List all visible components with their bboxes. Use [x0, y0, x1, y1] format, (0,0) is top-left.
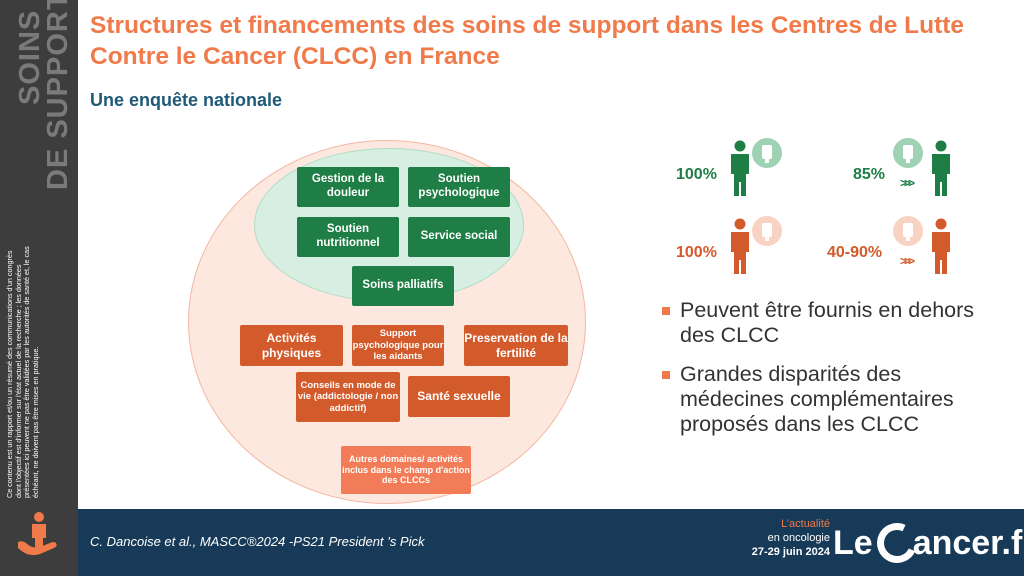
sidebar-title-line2: DE SUPPORT — [42, 0, 74, 190]
box-soutien-psychologique: Soutien psychologique — [408, 167, 510, 207]
actu-line1: L’actualité — [781, 518, 830, 530]
actu-dates: 27-29 juin 2024 — [751, 546, 830, 558]
bullet-item: Peuvent être fournis en dehors des CLCC — [662, 298, 1002, 348]
iv-bag-green-icon-2 — [893, 138, 923, 168]
disclaimer-text: Ce contenu est un rapport et/ou un résum… — [5, 246, 40, 498]
bullet-item: Grandes disparités des médecines complém… — [662, 362, 1002, 437]
actu-line2: en oncologie — [767, 532, 830, 544]
box-gestion-douleur: Gestion de la douleur — [297, 167, 399, 207]
box-conseils-mode-vie: Conseils en mode de vie (addictologie / … — [296, 372, 400, 422]
stat-green-left: 100% — [676, 166, 717, 183]
stat-green-right: 85% — [853, 166, 886, 183]
box-autres-domaines: Autres domaines/ activités inclus dans l… — [341, 446, 471, 494]
stat-orange-right: 40-90% — [827, 244, 883, 261]
brand-le: Le — [833, 523, 873, 562]
box-preservation-fertilite: Preservation de la fertilité — [464, 325, 568, 366]
box-soins-palliatifs: Soins palliatifs — [352, 266, 454, 306]
footer: C. Dancoise et al., MASCC®2024 -PS21 Pre… — [78, 509, 1024, 576]
person-green-icon — [729, 140, 751, 203]
event-info: L’actualité en oncologie 27-29 juin 2024 — [718, 517, 830, 559]
caring-hand-icon — [14, 508, 64, 562]
chevrons-green-icon: >>> — [900, 176, 915, 190]
care-domains-diagram: Gestion de la douleur Soutien psychologi… — [188, 138, 588, 510]
iv-bag-orange-icon — [752, 216, 782, 246]
page-subtitle: Une enquête nationale — [90, 90, 283, 110]
chevrons-orange-icon: >>> — [900, 254, 915, 268]
person-orange-icon-2 — [930, 218, 952, 281]
brand-logo[interactable]: Le ancer.fr — [833, 515, 1024, 571]
page-title: Structures et financements des soins de … — [90, 12, 965, 70]
box-sante-sexuelle: Santé sexuelle — [408, 376, 510, 417]
iv-bag-orange-icon-2 — [893, 216, 923, 246]
sidebar: SOINS DE SUPPORT Ce contenu est un rappo… — [0, 0, 78, 576]
brand-rest: ancer.fr — [912, 523, 1024, 562]
box-soutien-nutritionnel: Soutien nutritionnel — [297, 217, 399, 257]
person-green-icon-2 — [930, 140, 952, 203]
bullet-square-icon — [662, 371, 670, 379]
box-service-social: Service social — [408, 217, 510, 257]
stat-orange-left: 100% — [676, 244, 717, 261]
box-activites-physiques: Activités physiques — [240, 325, 343, 366]
bullet-list: Peuvent être fournis en dehors des CLCC … — [662, 298, 1002, 451]
citation: C. Dancoise et al., MASCC®2024 -PS21 Pre… — [90, 534, 425, 549]
iv-bag-green-icon — [752, 138, 782, 168]
box-support-aidants: Support psychologique pour les aidants — [352, 325, 444, 366]
bullet-text: Grandes disparités des médecines complém… — [680, 362, 954, 436]
bullet-text: Peuvent être fournis en dehors des CLCC — [680, 298, 975, 347]
sidebar-title: SOINS DE SUPPORT — [8, 0, 74, 190]
person-orange-icon — [729, 218, 751, 281]
bullet-square-icon — [662, 307, 670, 315]
